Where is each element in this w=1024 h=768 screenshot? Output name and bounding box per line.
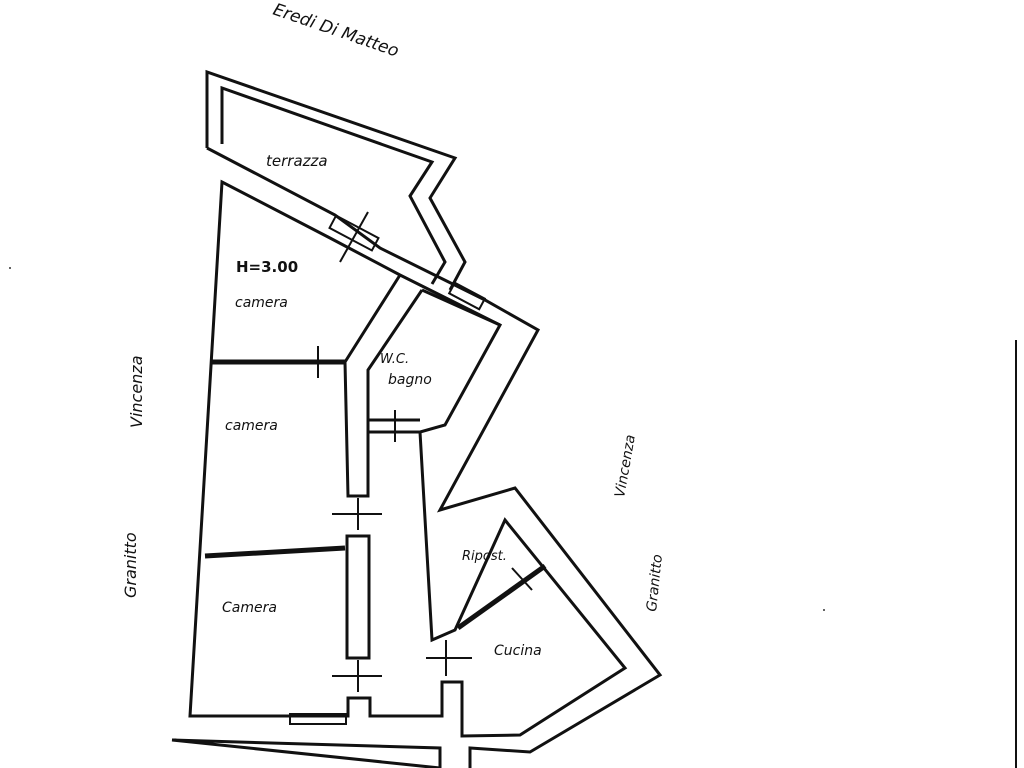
outer-wall-inner [188,179,628,738]
partition-storage-kitchen [456,563,547,631]
scan-speck [9,267,11,269]
bottom-window [289,713,347,725]
label-height: H=3.00 [236,258,298,276]
label-storage: Ripost. [462,549,507,564]
terrace-door [328,214,380,252]
partition-room2-room3 [204,545,346,559]
bathroom-wall-upper [343,274,424,498]
scan-speck [823,609,825,611]
label-wc: W.C. [380,352,409,367]
label-room-3: Camera [222,600,277,616]
terrace-outer-wall [205,69,467,291]
terrace-door-mark [339,211,369,263]
central-wall-segment-1 [345,534,371,660]
label-top-neighbor: Eredi Di Matteo [270,0,401,62]
label-terrace: terrazza [266,152,328,170]
label-left-neighbor-first: Vincenza [127,355,146,428]
label-left-neighbor-last: Granitto [121,532,140,598]
terrace-inner-wall [220,85,447,285]
label-kitchen: Cucina [494,643,542,659]
label-room-1: camera [235,295,288,311]
label-room-2: camera [225,418,278,434]
outer-wall-outer [171,146,663,768]
bathroom-wall-right [421,288,501,327]
label-right-neighbor-first: Vincenza [612,433,639,498]
storage-door-mark [511,567,533,591]
bathroom-window [447,281,487,311]
label-right-neighbor-last: Granitto [644,554,666,613]
label-bathroom: bagno [388,372,432,388]
